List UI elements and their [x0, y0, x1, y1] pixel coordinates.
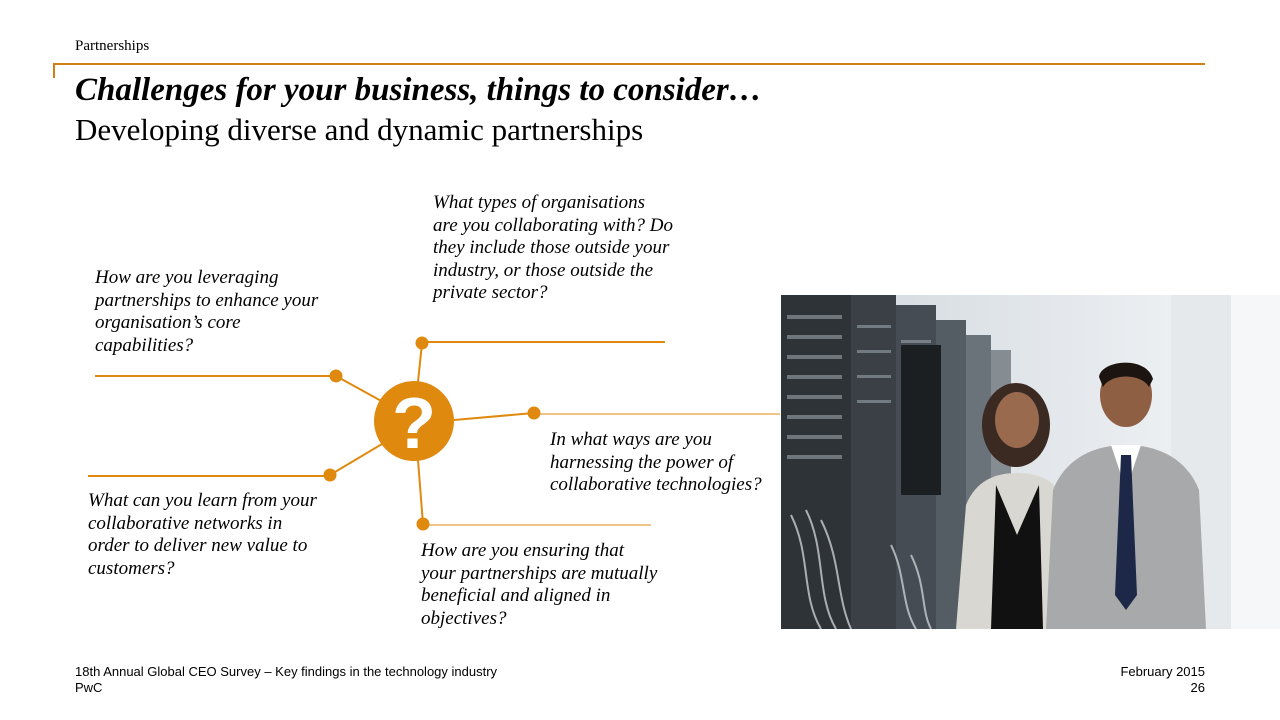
- spoke-top-center: [417, 342, 423, 383]
- footer-page-number: 26: [1190, 680, 1205, 695]
- question-top-left: How are you leveraging partnerships to e…: [95, 267, 319, 356]
- question-mark-icon: ?: [392, 384, 436, 464]
- photo-business-people-server-room: [781, 295, 1280, 629]
- question-top-center: What types of organisations are you coll…: [433, 192, 673, 303]
- node-dot-top-left: [329, 369, 343, 383]
- node-dot-bottom-left: [323, 468, 337, 482]
- slide-subtitle: Developing diverse and dynamic partnersh…: [75, 112, 644, 147]
- question-right: In what ways are you harnessing the powe…: [550, 429, 762, 495]
- footer-left: 18th Annual Global CEO Survey – Key find…: [75, 664, 497, 696]
- footer-date: February 2015: [1120, 664, 1205, 679]
- spoke-right: [453, 412, 535, 421]
- spoke-bottom-center: [417, 459, 424, 525]
- footer-right: February 2015 26: [1120, 664, 1205, 696]
- header-rule-tick: [53, 63, 55, 78]
- question-hub: [374, 381, 454, 461]
- section-label: Partnerships: [75, 38, 150, 54]
- question-bottom-center: How are you ensuring that your partnersh…: [421, 540, 658, 629]
- node-dot-right: [527, 406, 541, 420]
- spoke-bottom-left: [329, 443, 383, 476]
- question-bottom-left: What can you learn from your collaborati…: [88, 490, 317, 579]
- footer-survey-title: 18th Annual Global CEO Survey – Key find…: [75, 664, 498, 679]
- spoke-top-left: [335, 375, 386, 404]
- slide-title: Challenges for your business, things to …: [75, 72, 762, 108]
- footer-brand: PwC: [75, 680, 103, 695]
- header-rule: [53, 63, 1205, 65]
- node-dot-bottom-center: [416, 517, 430, 531]
- node-dot-top-center: [415, 336, 429, 350]
